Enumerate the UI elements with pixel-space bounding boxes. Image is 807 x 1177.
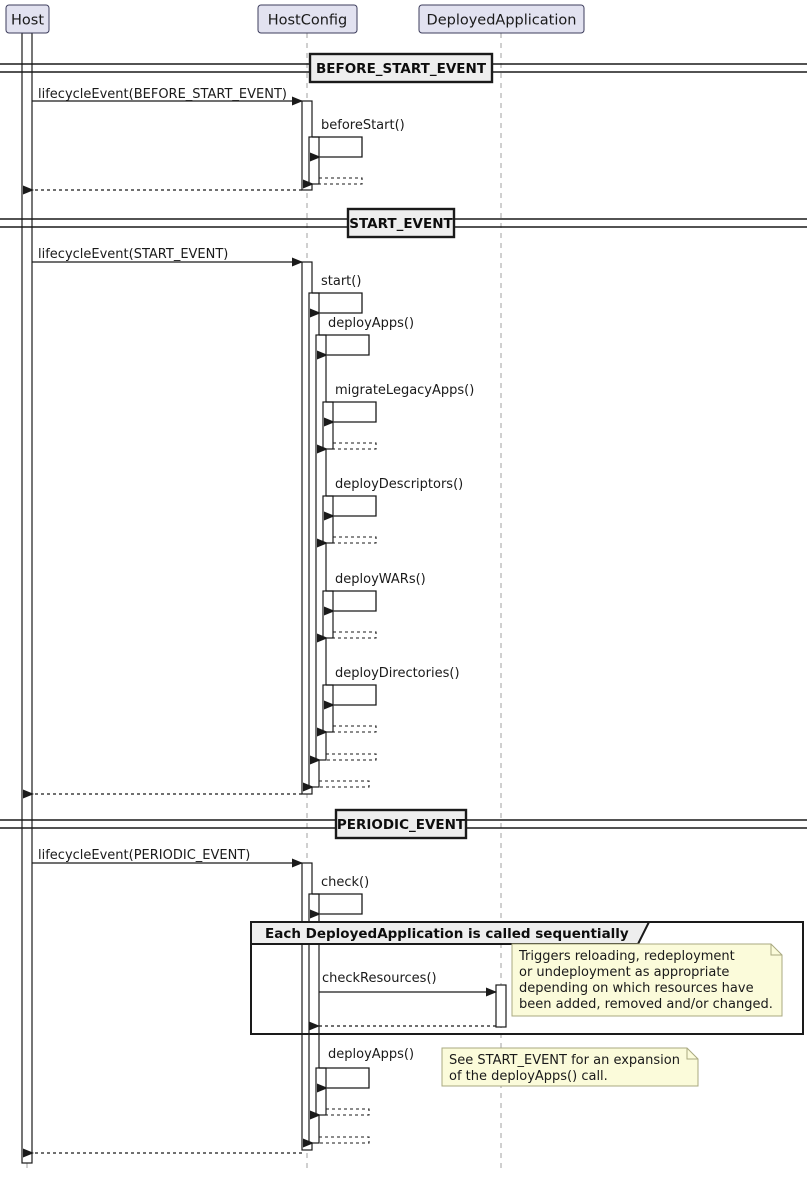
note-body [441, 1047, 699, 1087]
group-label: Each DeployedApplication is called seque… [265, 926, 629, 942]
participant-hostcfg: HostConfig [257, 4, 358, 34]
messages-layer: lifecycleEvent(BEFORE_START_EVENT)before… [23, 87, 497, 1158]
divider-before-start: BEFORE_START_EVENT [0, 52, 807, 84]
message-m9: deployWARs() [324, 572, 426, 616]
message-label: lifecycleEvent(BEFORE_START_EVENT) [38, 87, 287, 102]
message-self-call [324, 401, 377, 427]
participant-host: Host [5, 4, 50, 34]
activation-bar [322, 495, 334, 544]
divider-box [334, 808, 468, 840]
message-m8: deployDescriptors() [324, 477, 463, 521]
message-m6: deployApps() [317, 316, 414, 360]
participant-box-depapp [418, 4, 585, 34]
dividers-layer: BEFORE_START_EVENT START_EVENT PERIODIC_EV… [0, 52, 807, 840]
message-self-return [303, 1136, 370, 1148]
divider-start: START_EVENT [0, 207, 807, 239]
message-label: deployWARs() [335, 572, 426, 587]
message-self-call [324, 590, 377, 616]
message-m13: check() [310, 875, 369, 919]
note-line: Triggers reloading, redeployment [518, 949, 735, 964]
activation-bar [21, 32, 33, 1164]
message-self-call [310, 136, 363, 162]
divider-label: START_EVENT [349, 216, 453, 232]
divider-box [308, 52, 494, 84]
message-label: beforeStart() [321, 118, 405, 133]
message-self-call [317, 334, 370, 360]
message-m1: lifecycleEvent(BEFORE_START_EVENT) [32, 87, 303, 106]
message-m5: start() [310, 274, 363, 318]
message-label: deployDescriptors() [335, 477, 463, 492]
note-line: of the deployApps() call. [449, 1069, 608, 1084]
divider-label: BEFORE_START_EVENT [316, 61, 487, 77]
message-self-return [317, 725, 377, 737]
message-self-return [310, 1108, 370, 1120]
participant-label-hostcfg: HostConfig [268, 13, 348, 29]
activation-bar [495, 984, 507, 1028]
message-m10: deployDirectories() [324, 666, 460, 710]
message-self-return [317, 631, 377, 643]
participant-box-host [5, 4, 50, 34]
message-m4: lifecycleEvent(START_EVENT) [32, 247, 303, 267]
message-label: checkResources() [322, 971, 437, 986]
message-m7: migrateLegacyApps() [324, 383, 474, 427]
divider-label: PERIODIC_EVENT [337, 817, 466, 833]
message-self-call [324, 684, 377, 710]
participants-layer: Host HostConfig DeployedApplication [5, 4, 585, 34]
message-self-call [324, 495, 377, 521]
message-m16: deployApps() [317, 1047, 414, 1093]
message-label: lifecycleEvent(PERIODIC_EVENT) [38, 848, 250, 863]
participant-label-host: Host [11, 13, 44, 29]
message-label: migrateLegacyApps() [335, 383, 474, 398]
divider-periodic: PERIODIC_EVENT [0, 808, 807, 840]
message-self-return [317, 442, 377, 454]
message-self-call [310, 893, 363, 919]
message-label: lifecycleEvent(START_EVENT) [38, 247, 228, 262]
message-label: deployApps() [328, 1047, 414, 1062]
note-line: depending on which resources have [519, 981, 754, 996]
message-label: deployDirectories() [335, 666, 460, 681]
message-self-return [303, 177, 363, 189]
note-fold-corner-icon [686, 1048, 698, 1060]
message-label: start() [321, 274, 361, 289]
divider-box [346, 207, 456, 239]
participant-depapp: DeployedApplication [418, 4, 585, 34]
lifelines-layer [26, 33, 502, 1170]
message-self-call [317, 1067, 370, 1093]
note-line: been added, removed and/or changed. [519, 997, 773, 1012]
message-label: deployApps() [328, 316, 414, 331]
activation-bar [315, 1067, 327, 1116]
activation-bar [322, 401, 334, 450]
message-self-return [310, 753, 377, 765]
message-m14: checkResources() [319, 971, 497, 997]
activations-layer [21, 32, 507, 1164]
activation-bar [308, 136, 320, 185]
message-label: check() [321, 875, 369, 890]
participant-box-hostcfg [257, 4, 358, 34]
message-self-call [310, 292, 363, 318]
note-body [511, 943, 783, 1017]
activation-bar [322, 684, 334, 733]
note-line: See START_EVENT for an expansion [449, 1053, 680, 1068]
note-line: or undeployment as appropriate [519, 965, 729, 980]
participant-label-depapp: DeployedApplication [427, 13, 577, 29]
message-self-return [303, 780, 370, 792]
message-self-return [317, 536, 377, 548]
message-m2: beforeStart() [310, 118, 405, 162]
activation-bar [322, 590, 334, 639]
message-m12: lifecycleEvent(PERIODIC_EVENT) [32, 848, 303, 868]
note-fold-corner-icon [770, 944, 782, 956]
